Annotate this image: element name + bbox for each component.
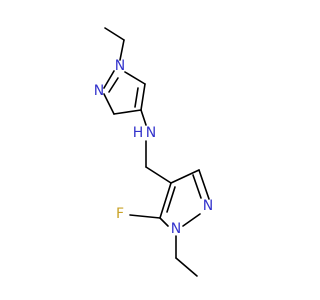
bond-ring1-c4-nh — [140, 109, 147, 126]
atom-n-ring1-n1: N — [115, 58, 125, 74]
atom-f: F — [116, 206, 124, 222]
bond-ring2-c5-c4 — [159, 182, 172, 219]
bond-ring2-c5-c4-inner — [166, 186, 176, 213]
bond-ethyl1-c2-n1 — [119, 39, 125, 61]
bond-ring1-c4-c3 — [113, 109, 142, 115]
bond-ring1-n2-n1-inner — [108, 77, 119, 93]
bond-ring2-c3-n2 — [198, 169, 210, 200]
bond-ring2-c5-f — [129, 214, 161, 219]
atom-h-amine: H — [133, 125, 144, 141]
molecule-structure: N N N H F N N — [94, 27, 213, 277]
atom-n-ring1-n2: N — [94, 83, 104, 99]
bond-ring1-c5-c4-inner — [134, 87, 139, 108]
bond-ring1-n1-c5 — [124, 71, 146, 85]
atom-n-ring2-n2: N — [203, 198, 213, 214]
atom-n-amine: N — [146, 125, 156, 141]
bond-ring1-c3-n2 — [103, 93, 115, 115]
bond-ring2-n1-c5 — [159, 217, 169, 227]
bond-ring2-c3-n2-inner — [192, 174, 202, 199]
bond-ring2-c4-c3 — [170, 169, 200, 184]
bond-ethyl2-c1-c2 — [175, 257, 198, 277]
atom-n-ring2-n1: N — [171, 221, 181, 237]
bond-ethyl1-c1-c2 — [104, 27, 125, 41]
bond-ring1-n2-n1 — [103, 70, 115, 89]
bond-ring1-c5-c4 — [140, 83, 146, 111]
bond-ch2-ring2-c4 — [145, 166, 172, 184]
bond-ring2-n2-n1 — [182, 213, 201, 227]
